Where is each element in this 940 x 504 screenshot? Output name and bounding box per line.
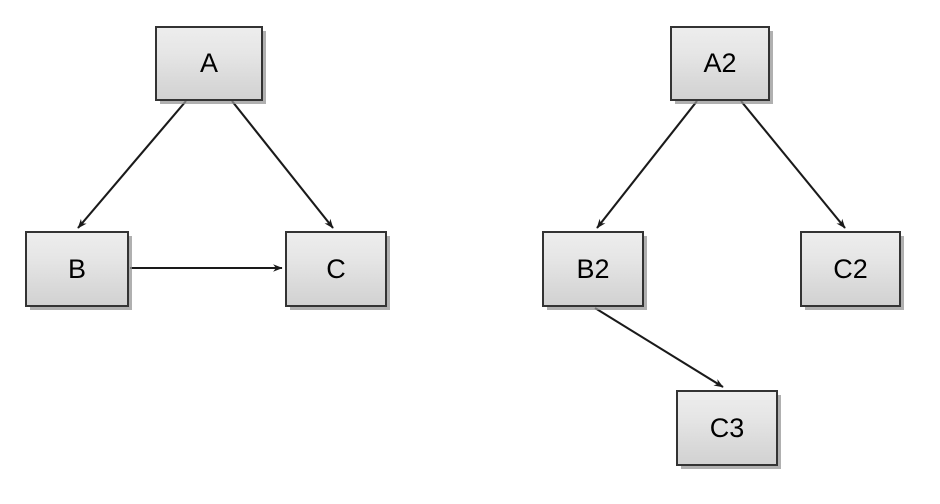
node-c[interactable]: C (285, 231, 387, 307)
edge-a-to-b[interactable] (77, 100, 187, 229)
node-b2[interactable]: B2 (542, 231, 644, 307)
node-c3[interactable]: C3 (676, 390, 778, 466)
node-label-b2: B2 (576, 253, 610, 284)
edge-b2-to-c3[interactable] (594, 307, 724, 388)
node-b[interactable]: B (25, 231, 129, 307)
edge-a2-to-b2[interactable] (596, 100, 698, 229)
node-a2[interactable]: A2 (670, 26, 770, 101)
node-a[interactable]: A (155, 26, 263, 101)
node-label-c: C (326, 253, 346, 284)
node-label-a2: A2 (703, 48, 737, 78)
node-c2[interactable]: C2 (800, 231, 901, 307)
node-label-a: A (199, 48, 218, 78)
node-label-c3: C3 (709, 412, 745, 443)
edge-a-to-c[interactable] (231, 100, 334, 229)
edge-a2-to-c2[interactable] (740, 100, 846, 229)
edges-group (77, 100, 846, 388)
node-label-b: B (67, 253, 86, 284)
node-label-c2: C2 (833, 253, 868, 284)
